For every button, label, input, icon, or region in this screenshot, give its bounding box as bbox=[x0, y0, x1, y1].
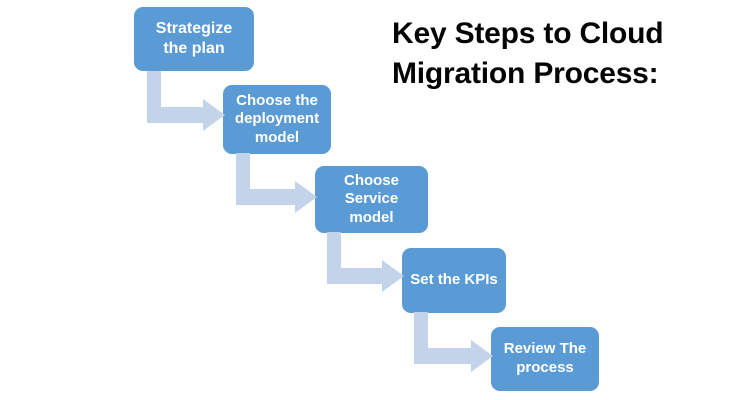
step-box-choose-service-model[interactable]: Choose Service model bbox=[315, 166, 428, 233]
elbow-arrow-icon-connector-4 bbox=[414, 312, 493, 378]
step-box-review-the-process[interactable]: Review The process bbox=[491, 327, 599, 391]
page-title: Key Steps to Cloud Migration Process: bbox=[392, 17, 664, 90]
step-box-choose-the-deployment-model[interactable]: Choose the deployment model bbox=[223, 85, 331, 154]
step-box-set-the-kpis[interactable]: Set the KPIs bbox=[402, 248, 506, 313]
step-box-strategize-the-plan[interactable]: Strategize the plan bbox=[134, 7, 254, 71]
elbow-arrow-icon-connector-3 bbox=[327, 232, 404, 298]
elbow-arrow-icon-connector-1 bbox=[147, 71, 225, 137]
elbow-arrow-icon-connector-2 bbox=[236, 153, 317, 219]
